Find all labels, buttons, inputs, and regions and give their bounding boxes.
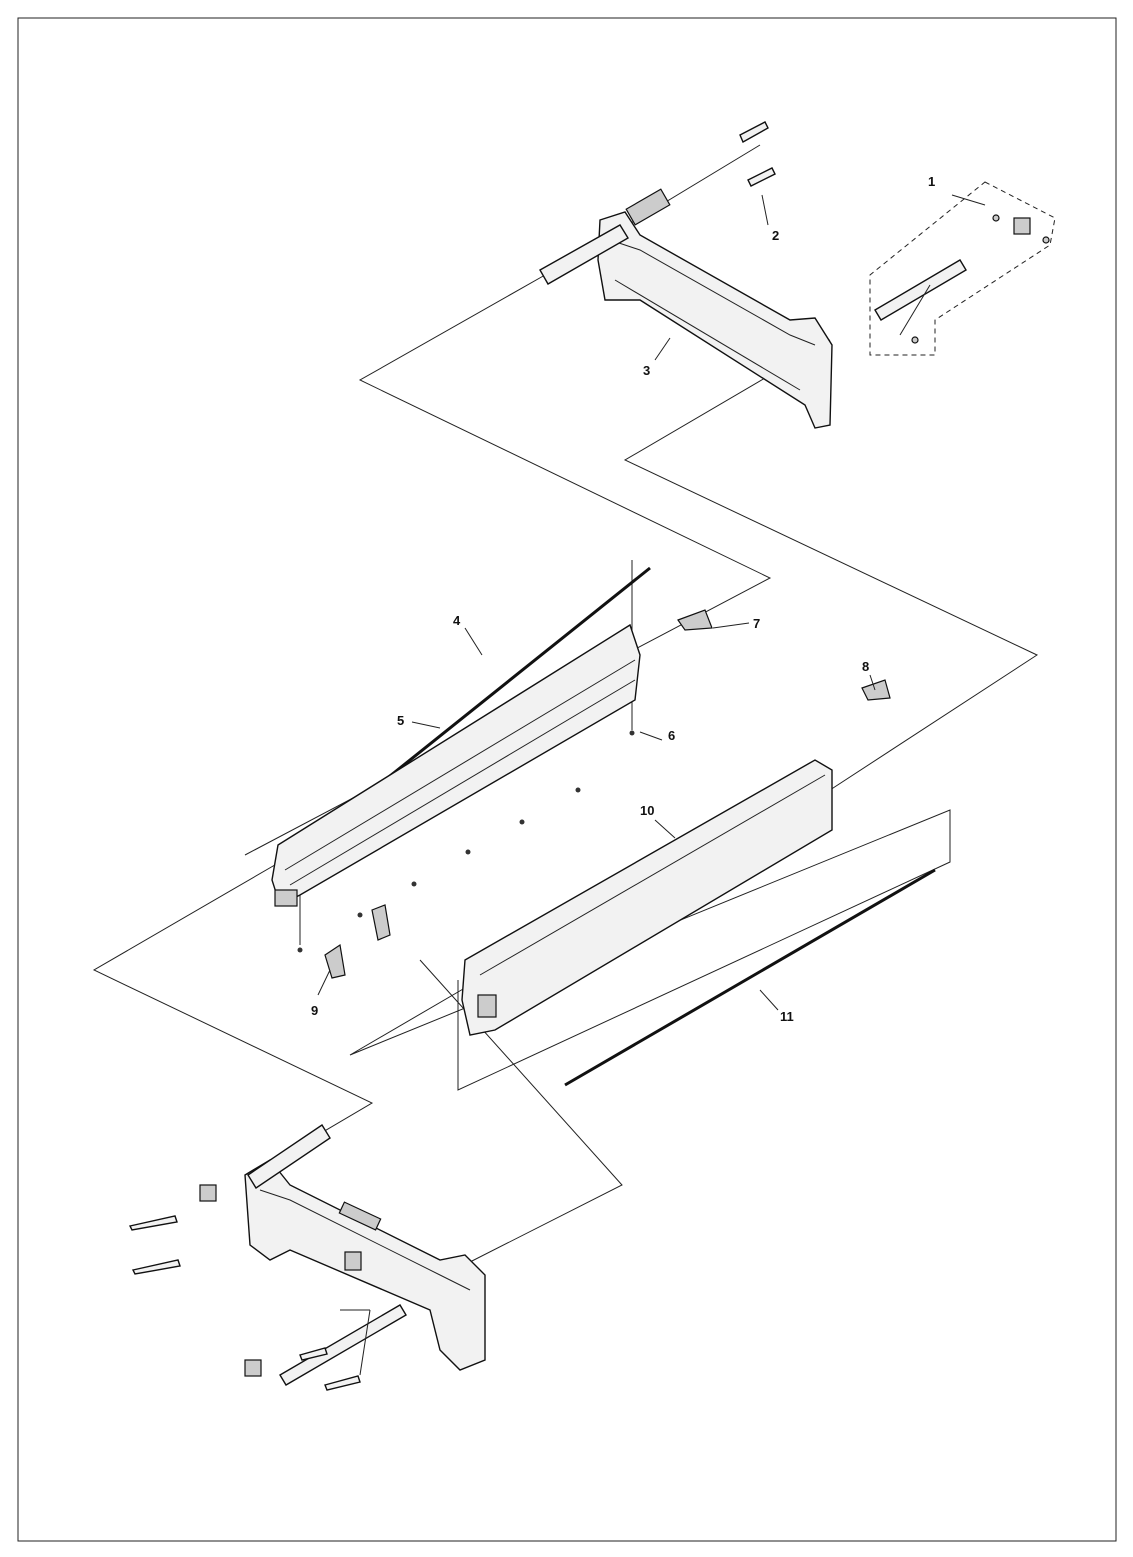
part-profile-10 — [461, 759, 833, 1036]
callout-5: 5 — [397, 713, 404, 728]
callout-8: 8 — [862, 659, 869, 674]
part-upper-end-frame — [539, 121, 833, 429]
callout-9: 9 — [311, 1003, 318, 1018]
callout-4: 4 — [453, 613, 461, 628]
callout-11: 11 — [780, 1009, 794, 1024]
part-lower-end-frame — [128, 1124, 486, 1391]
callout-7: 7 — [753, 616, 760, 631]
callout-10: 10 — [640, 803, 654, 818]
part-rail-assembly — [271, 566, 891, 979]
part-kit-1 — [869, 181, 1056, 356]
callout-3: 3 — [643, 363, 650, 378]
part-rod-11 — [564, 868, 936, 1087]
callout-6: 6 — [668, 728, 675, 743]
callout-2: 2 — [772, 228, 779, 243]
callouts: 1 2 3 4 5 6 7 8 9 10 11 — [311, 174, 935, 1024]
page-border — [17, 17, 1117, 1542]
callout-1: 1 — [928, 174, 935, 189]
leader-lines — [317, 194, 876, 1011]
